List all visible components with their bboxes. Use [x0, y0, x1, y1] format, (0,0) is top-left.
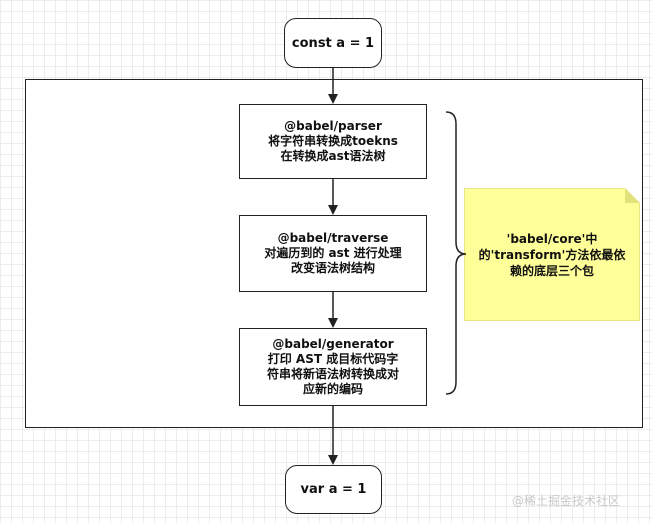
step-parser-line-1: 将字符串转换成toekns	[268, 134, 398, 148]
step-parser-line-2: 在转换成ast语法树	[280, 149, 386, 163]
step-traverse: @babel/traverse 对遍历到的 ast 进行处理 改变语法树结构	[239, 215, 427, 292]
note-line-3: 赖的底层三个包	[509, 263, 594, 278]
watermark: @稀土掘金技术社区	[512, 494, 621, 508]
step-generator-line-3: 应新的编码	[302, 382, 363, 396]
step-generator-line-2: 符串将新语法树转换成对	[266, 367, 399, 381]
step-traverse-line-2: 改变语法树结构	[290, 261, 375, 275]
start-node: const a = 1	[284, 18, 382, 68]
step-generator: @babel/generator 打印 AST 成目标代码字 符串将新语法树转换…	[239, 328, 427, 406]
grouping-brace	[445, 111, 467, 395]
step-traverse-title: @babel/traverse	[277, 231, 389, 245]
end-node: var a = 1	[285, 465, 382, 514]
step-traverse-line-1: 对遍历到的 ast 进行处理	[264, 246, 402, 260]
step-parser: @babel/parser 将字符串转换成toekns 在转换成ast语法树	[239, 104, 427, 179]
step-generator-title: @babel/generator	[272, 337, 394, 351]
start-node-label: const a = 1	[291, 35, 375, 51]
end-node-label: var a = 1	[300, 482, 367, 497]
sticky-note: 'babel/core'中 的'transform'方法依最依 赖的底层三个包	[464, 188, 640, 321]
step-generator-line-1: 打印 AST 成目标代码字	[267, 352, 399, 366]
step-parser-title: @babel/parser	[284, 119, 382, 133]
note-line-1: 'babel/core'中	[506, 231, 598, 246]
note-line-2: 的'transform'方法依最依	[478, 247, 626, 262]
